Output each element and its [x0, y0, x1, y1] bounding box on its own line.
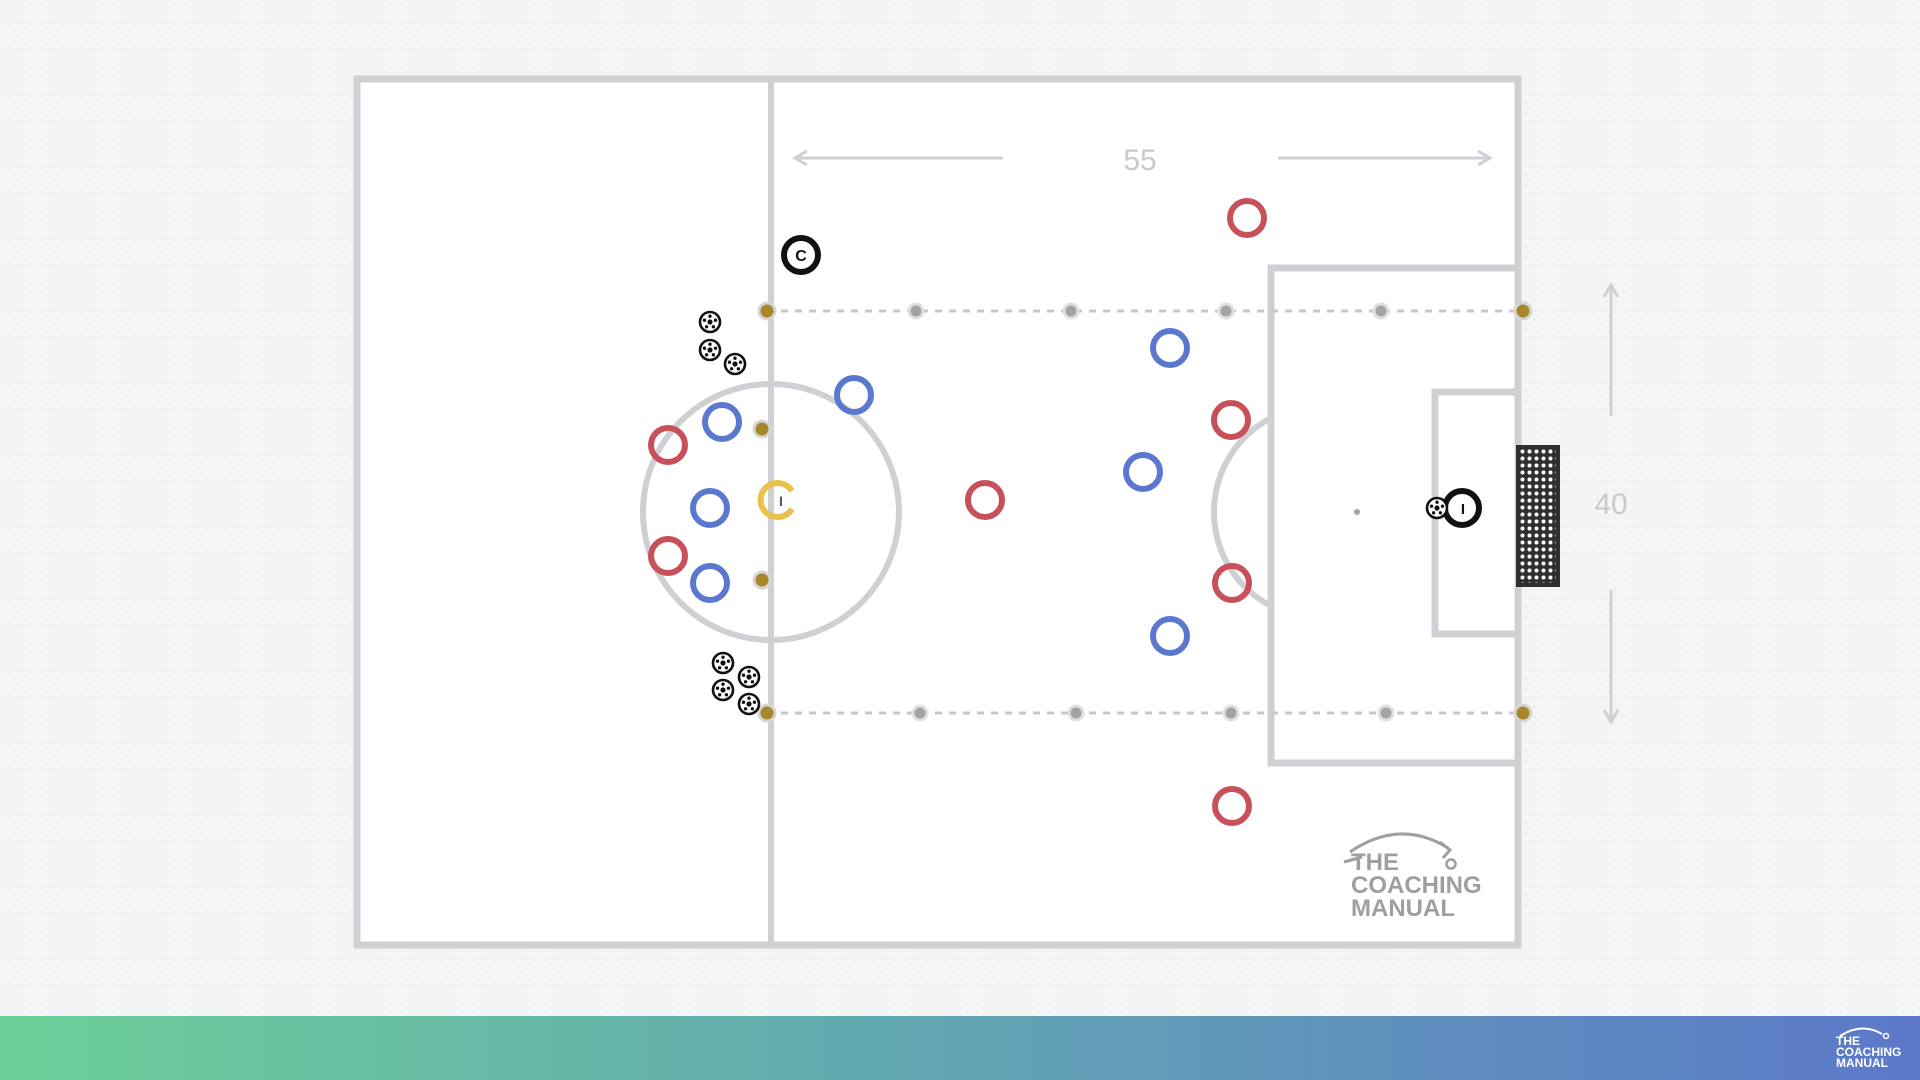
blue-team [690, 328, 1190, 656]
gold-cone [757, 703, 777, 723]
red-player [965, 480, 1005, 520]
width-label: 40 [1594, 488, 1627, 521]
blue-player [1150, 328, 1190, 368]
blue-player [690, 488, 730, 528]
coach-symbol: C [795, 248, 807, 265]
blue-player [702, 402, 742, 442]
blue-player [1123, 452, 1163, 492]
soccer-ball-icon [1425, 496, 1449, 520]
soccer-ball-icon [723, 352, 747, 376]
coaching-manual-logo: THE COACHING MANUAL [1343, 832, 1482, 922]
grey-cone [1372, 302, 1390, 320]
logo-line-1: THE [1351, 849, 1399, 876]
grey-cone [1377, 704, 1395, 722]
gold-cone [1513, 301, 1533, 321]
goalkeeper-icon: I [1442, 488, 1482, 528]
logo-line-3: MANUAL [1351, 895, 1455, 922]
penalty-spot [1354, 509, 1360, 515]
logo-arc-icon [1839, 1027, 1890, 1040]
cone-markers [752, 301, 1533, 723]
gold-cone [752, 419, 772, 439]
red-player [1212, 563, 1252, 603]
footer-logo: THE COACHING MANUAL [1832, 1027, 1910, 1074]
grey-cone [907, 302, 925, 320]
soccer-ball-icon [737, 692, 761, 716]
grey-cone [1067, 704, 1085, 722]
blue-player [1150, 616, 1190, 656]
grey-cone [1062, 302, 1080, 320]
soccer-ball-icon [711, 651, 735, 675]
training-diagram: 55 40 [353, 75, 1628, 949]
length-dimension: 55 [792, 144, 1493, 177]
gold-cone [752, 570, 772, 590]
penalty-arc [1211, 415, 1273, 609]
logo-line-2: COACHING [1351, 872, 1482, 899]
footer-logo-line-2: COACHING [1836, 1045, 1902, 1059]
server-player-icon: I [757, 480, 795, 520]
centre-circle [640, 381, 902, 643]
soccer-ball-icon [698, 338, 722, 362]
gold-cone [1513, 703, 1533, 723]
footer-bar: THE COACHING MANUAL [0, 1016, 1920, 1080]
soccer-ball-icon [737, 665, 761, 689]
red-player [1211, 400, 1251, 440]
pitch-boundary [353, 75, 1522, 949]
blue-player [690, 563, 730, 603]
coach-icon: C [781, 235, 821, 275]
soccer-ball-icon [711, 678, 735, 702]
footer-logo-line-3: MANUAL [1836, 1056, 1888, 1070]
goalkeeper-symbol: I [1461, 501, 1465, 518]
blue-player [834, 375, 874, 415]
footer-logo-line-1: THE [1836, 1034, 1860, 1048]
grey-cone [1217, 302, 1235, 320]
red-player [648, 536, 688, 576]
gold-cone [757, 301, 777, 321]
pitch [353, 75, 1522, 949]
red-player [648, 425, 688, 465]
server-symbol: I [779, 493, 783, 509]
soccer-ball-icon [698, 310, 722, 334]
grey-cone [1222, 704, 1240, 722]
goal-net-icon [1516, 445, 1560, 587]
red-team [648, 198, 1267, 826]
length-label: 55 [1123, 144, 1156, 177]
grey-cone [911, 704, 929, 722]
red-player [1212, 786, 1252, 826]
width-dimension: 40 [1594, 282, 1628, 725]
red-player [1227, 198, 1267, 238]
